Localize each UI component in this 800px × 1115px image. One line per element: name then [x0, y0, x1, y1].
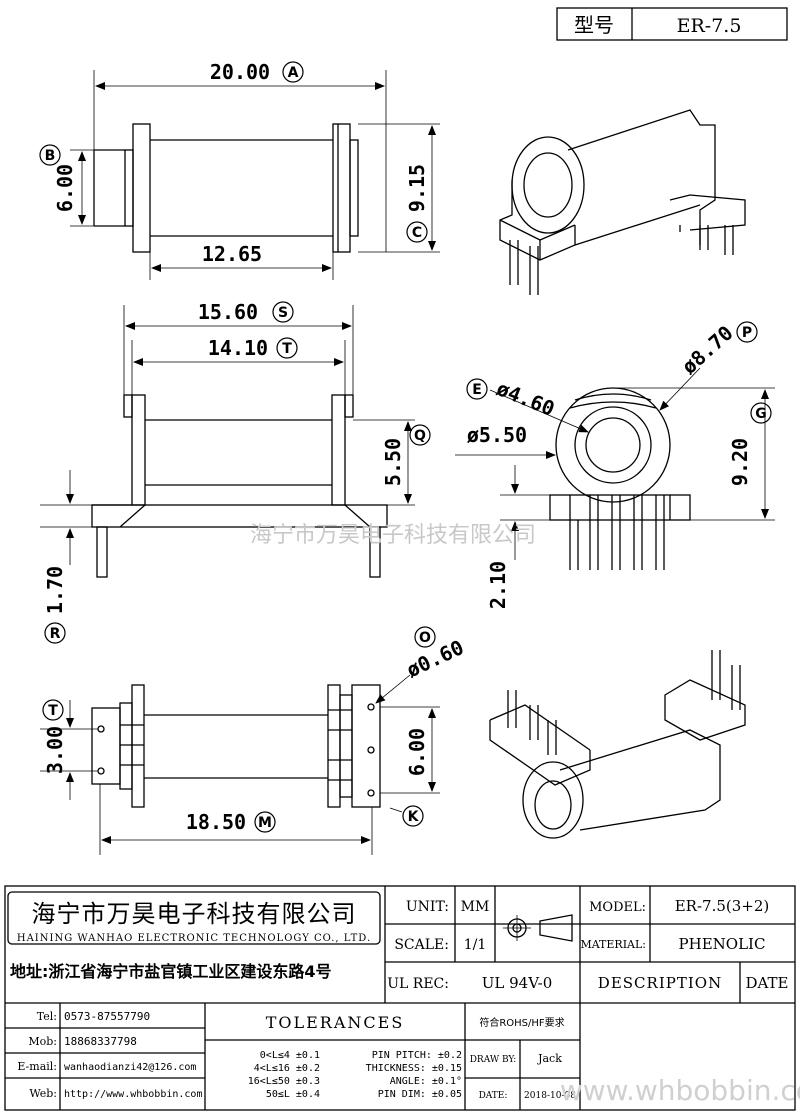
rohs-note: 符合ROHS/HF要求	[479, 1016, 564, 1029]
watermark-text: 海宁市万昊电子科技有限公司	[250, 523, 536, 548]
web-label: Web:	[29, 1087, 57, 1100]
ulrec-value: UL 94V-0	[482, 974, 553, 992]
unit-value: MM	[461, 899, 490, 915]
ref-a-text: A	[288, 65, 299, 81]
ref-s-text: S	[278, 305, 288, 321]
company-address: 地址:浙江省海宁市盐官镇工业区建设东路4号	[10, 962, 332, 981]
description-header: DESCRIPTION	[598, 974, 722, 992]
ref-g-text: G	[755, 406, 767, 422]
scale-value: 1/1	[464, 937, 487, 953]
ref-circle-b	[39, 144, 61, 166]
tol-row-4: 50≤L ±0.4	[266, 1089, 320, 1100]
tol-pin-pitch: PIN PITCH: ±0.2	[372, 1050, 462, 1061]
ref-circle-o	[414, 626, 436, 648]
ref-circle-k	[402, 805, 424, 827]
dim-h-text: 5.50	[381, 438, 405, 486]
drawby-value: Jack	[537, 1052, 562, 1065]
tel-label: Tel:	[37, 1010, 57, 1023]
dim-p-text: ø8.70	[677, 321, 738, 379]
dim-a-text: 20.00	[210, 60, 270, 84]
type-label: 型号	[574, 13, 614, 37]
ref-circle-a	[282, 61, 304, 83]
email-label: E-mail:	[17, 1060, 57, 1073]
dim-m-text: 18.50	[186, 810, 246, 834]
type-value: ER-7.5	[677, 15, 742, 37]
ref-c-text: C	[412, 225, 422, 241]
dim-t-text: 3.00	[43, 726, 67, 774]
dim-o-text: ø0.60	[403, 635, 468, 682]
mob-value: 18868337798	[64, 1035, 137, 1048]
isometric-view-top	[499, 109, 746, 295]
company-name-en: HAINING WANHAO ELECTRONIC TECHNOLOGY CO.…	[17, 933, 371, 944]
front-view-mid	[91, 394, 388, 578]
projection-symbol-icon	[503, 914, 573, 942]
site-watermark: www.whbobbin.com	[560, 1074, 800, 1107]
ref-circle-q	[409, 424, 431, 446]
mob-label: Mob:	[28, 1035, 57, 1048]
ref-q-text: Q	[414, 428, 426, 444]
scale-label: SCALE:	[394, 937, 449, 953]
model-header-box	[556, 7, 788, 41]
tel-value: 0573-87557790	[64, 1010, 150, 1023]
end-view-circle	[549, 387, 691, 570]
dim-e-text: ø4.60	[493, 376, 558, 421]
ref-k-text: K	[408, 809, 420, 825]
model-value: ER-7.5(3+2)	[675, 897, 770, 915]
date-column-header: DATE	[746, 974, 789, 992]
ref-circle-p	[736, 321, 758, 343]
dim-r-text: 1.70	[43, 566, 67, 614]
model-label: MODEL:	[589, 900, 646, 915]
dim-c-text: 9.15	[405, 164, 429, 212]
ref-p-text: P	[742, 325, 752, 341]
ref-circle-e	[466, 378, 488, 400]
email-value: wanhaodianzi42@126.com	[64, 1062, 196, 1073]
ref-circle-t-top	[276, 337, 298, 359]
ref-b-text: B	[45, 148, 56, 164]
drawby-label: DRAW BY:	[470, 1055, 517, 1065]
dim-pinlen-text: 2.10	[486, 561, 510, 609]
ref-circle-s	[272, 301, 294, 323]
ref-circle-c	[406, 221, 428, 243]
title-block-frame	[4, 885, 796, 1111]
bottom-view	[91, 684, 381, 808]
tol-angle: ANGLE: ±0.1°	[390, 1076, 462, 1087]
ref-m-text: M	[258, 815, 272, 831]
dim-d-text: 12.65	[202, 242, 262, 266]
date-label: DATE:	[479, 1091, 508, 1101]
ref-circle-m	[254, 811, 276, 833]
tol-thickness: THICKNESS: ±0.15	[366, 1063, 462, 1074]
ref-o-text: O	[419, 630, 431, 646]
dim-g-text: 9.20	[728, 438, 752, 486]
dim-s-text: 15.60	[198, 300, 258, 324]
company-name-cn: 海宁市万昊电子科技有限公司	[32, 900, 357, 928]
material-value: PHENOLIC	[679, 935, 766, 953]
tolerances-header: TOLERANCES	[266, 1013, 405, 1032]
web-value: http://www.whbobbin.com	[64, 1089, 202, 1100]
dim-t-top-text: 14.10	[208, 336, 268, 360]
ref-r-text: R	[50, 626, 61, 642]
ref-circle-t	[42, 699, 64, 721]
material-label: MATERIAL:	[580, 938, 646, 951]
ulrec-label: UL REC:	[387, 976, 449, 992]
date-value: 2018-10-08	[524, 1091, 576, 1101]
ref-e-text: E	[472, 382, 482, 398]
dim-b-text: 6.00	[53, 164, 77, 212]
ref-circle-g	[750, 402, 772, 424]
ref-t-top-text: T	[282, 341, 292, 357]
unit-label: UNIT:	[406, 899, 449, 915]
side-view-top	[93, 123, 359, 253]
dim-k-text: 6.00	[405, 728, 429, 776]
tol-row-2: 4<L≤16 ±0.2	[254, 1063, 320, 1074]
isometric-view-bottom	[489, 650, 746, 839]
ref-t-text: T	[48, 703, 58, 719]
dim-q-text: ø5.50	[467, 423, 527, 447]
tol-row-1: 0<L≤4 ±0.1	[260, 1050, 320, 1061]
ref-circle-r	[44, 622, 66, 644]
tol-row-3: 16<L≤50 ±0.3	[248, 1076, 320, 1087]
tol-pin-dim: PIN DIM: ±0.05	[378, 1089, 462, 1100]
